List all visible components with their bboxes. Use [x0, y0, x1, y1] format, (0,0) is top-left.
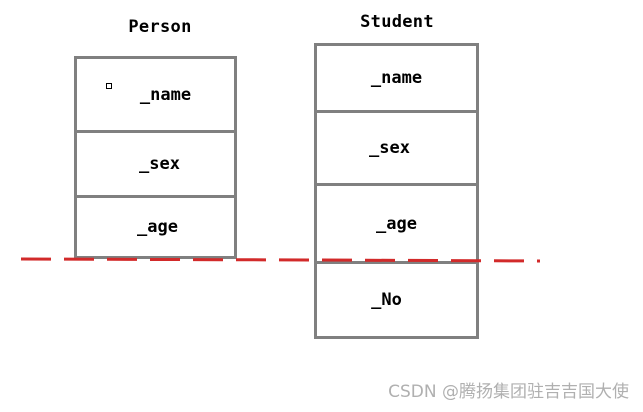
divider-dash-path: [20, 257, 541, 263]
student-field-sex-label: _sex: [369, 138, 410, 158]
student-field-age: _age: [317, 183, 476, 261]
student-field-no: _No: [317, 261, 476, 336]
student-field-no-label: _No: [371, 290, 402, 310]
student-title: Student: [360, 12, 434, 32]
anchor-square-icon: [106, 83, 112, 89]
watermark-text: CSDN @腾扬集团驻吉吉国大使: [388, 382, 629, 402]
person-field-sex: _sex: [77, 130, 234, 195]
person-field-sex-label: _sex: [139, 154, 180, 174]
student-field-sex: _sex: [317, 110, 476, 183]
student-field-name-label: _name: [370, 68, 423, 88]
person-title: Person: [128, 17, 192, 37]
person-field-age-label: _age: [137, 217, 178, 237]
person-field-age: _age: [77, 195, 234, 256]
student-field-name: _name: [317, 46, 476, 110]
student-field-age-label: _age: [376, 213, 417, 234]
student-box: _name _sex _age _No: [314, 43, 479, 339]
person-box: _name _sex _age: [74, 56, 237, 259]
person-field-name-label: _name: [139, 84, 192, 105]
person-field-name: _name: [77, 59, 234, 130]
